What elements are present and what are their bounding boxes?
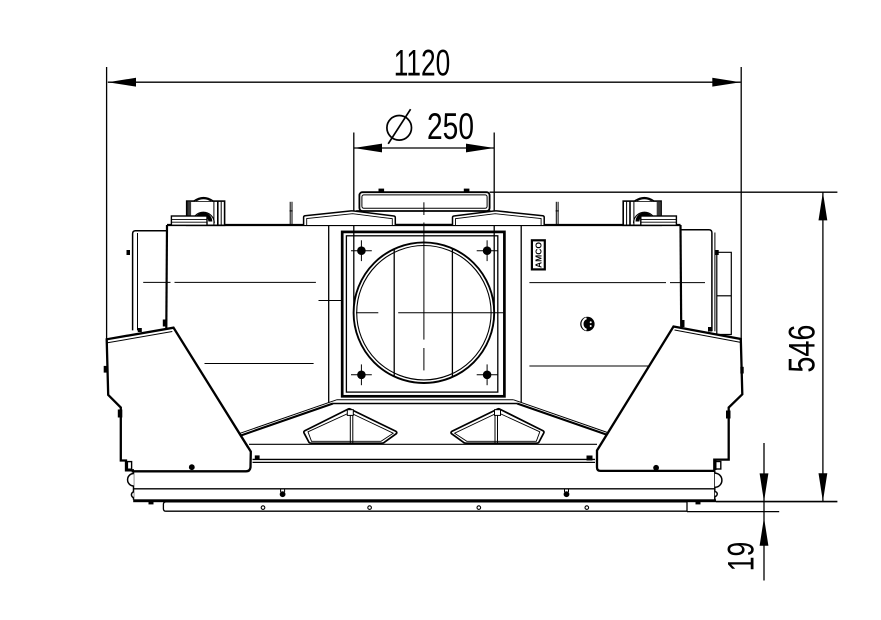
svg-text:546: 546 <box>782 325 823 373</box>
svg-text:250: 250 <box>427 105 474 147</box>
svg-text:19: 19 <box>720 542 761 572</box>
svg-text:AMCO: AMCO <box>534 242 544 268</box>
svg-text:1120: 1120 <box>394 42 450 84</box>
